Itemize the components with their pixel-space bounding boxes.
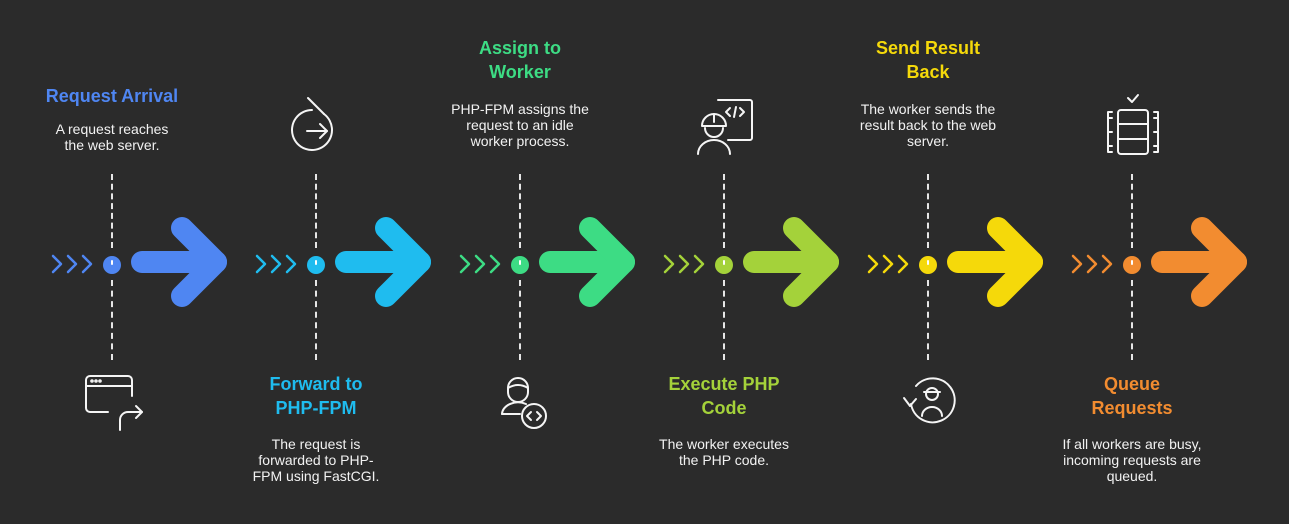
timeline-node [103, 256, 121, 274]
arrow-right-icon [131, 217, 227, 307]
step-title: Execute PHP Code [668, 374, 780, 418]
step-description: PHP-FPM assigns the request to an idle w… [451, 101, 589, 149]
step-forward-to-php-fpm: Forward to PHP-FPM The request is forwar… [204, 0, 431, 524]
arrow-right-icon [1151, 217, 1247, 307]
circle-arrow-forward-icon [282, 92, 352, 162]
browser-window-redirect-icon [78, 366, 148, 436]
engineer-code-document-icon [690, 92, 760, 162]
connector-bottom [519, 280, 521, 360]
step-assign-to-worker: Assign to Worker PHP-FPM assigns the req… [408, 0, 635, 524]
connector-bottom [315, 280, 317, 360]
step-description: The worker sends the result back to the … [859, 101, 997, 149]
chevrons-icon [1071, 254, 1113, 274]
step-title: Request Arrival [45, 86, 179, 106]
step-description: If all workers are busy, incoming reques… [1062, 436, 1202, 484]
arrow-right-icon [539, 217, 635, 307]
connector-top [927, 174, 929, 248]
timeline-node [715, 256, 733, 274]
timeline-node [511, 256, 529, 274]
arrow-right-icon [743, 217, 839, 307]
timeline-node [1123, 256, 1141, 274]
arrow-right-icon [335, 217, 431, 307]
connector-top [519, 174, 521, 248]
chevrons-icon [663, 254, 705, 274]
step-title: Assign to Worker [478, 38, 561, 82]
timeline-node [307, 256, 325, 274]
connector-bottom [723, 280, 725, 360]
arrow-right-icon [947, 217, 1043, 307]
chevrons-icon [867, 254, 909, 274]
step-send-result-back: Send Result Back The worker sends the re… [816, 0, 1043, 524]
connector-bottom [111, 280, 113, 360]
step-title: Queue Requests [1091, 374, 1173, 418]
queue-list-icon [1098, 92, 1168, 162]
worker-code-icon [486, 366, 556, 436]
step-execute-php-code: Execute PHP Code The worker executes the… [612, 0, 839, 524]
step-queue-requests: Queue Requests If all workers are busy, … [1020, 0, 1247, 524]
chevrons-icon [255, 254, 297, 274]
chevrons-icon [459, 254, 501, 274]
step-description: A request reaches the web server. [55, 121, 169, 153]
timeline-node [919, 256, 937, 274]
connector-top [111, 174, 113, 248]
connector-bottom [927, 280, 929, 360]
user-return-icon [894, 366, 964, 436]
step-request-arrival: Request Arrival A request reaches the we… [0, 0, 227, 524]
connector-top [1131, 174, 1133, 248]
step-description: The worker executes the PHP code. [659, 436, 789, 468]
connector-top [315, 174, 317, 248]
chevrons-icon [51, 254, 93, 274]
connector-bottom [1131, 280, 1133, 360]
connector-top [723, 174, 725, 248]
step-title: Send Result Back [875, 38, 981, 82]
step-description: The request is forwarded to PHP-FPM usin… [252, 436, 380, 484]
step-title: Forward to PHP-FPM [269, 374, 363, 418]
